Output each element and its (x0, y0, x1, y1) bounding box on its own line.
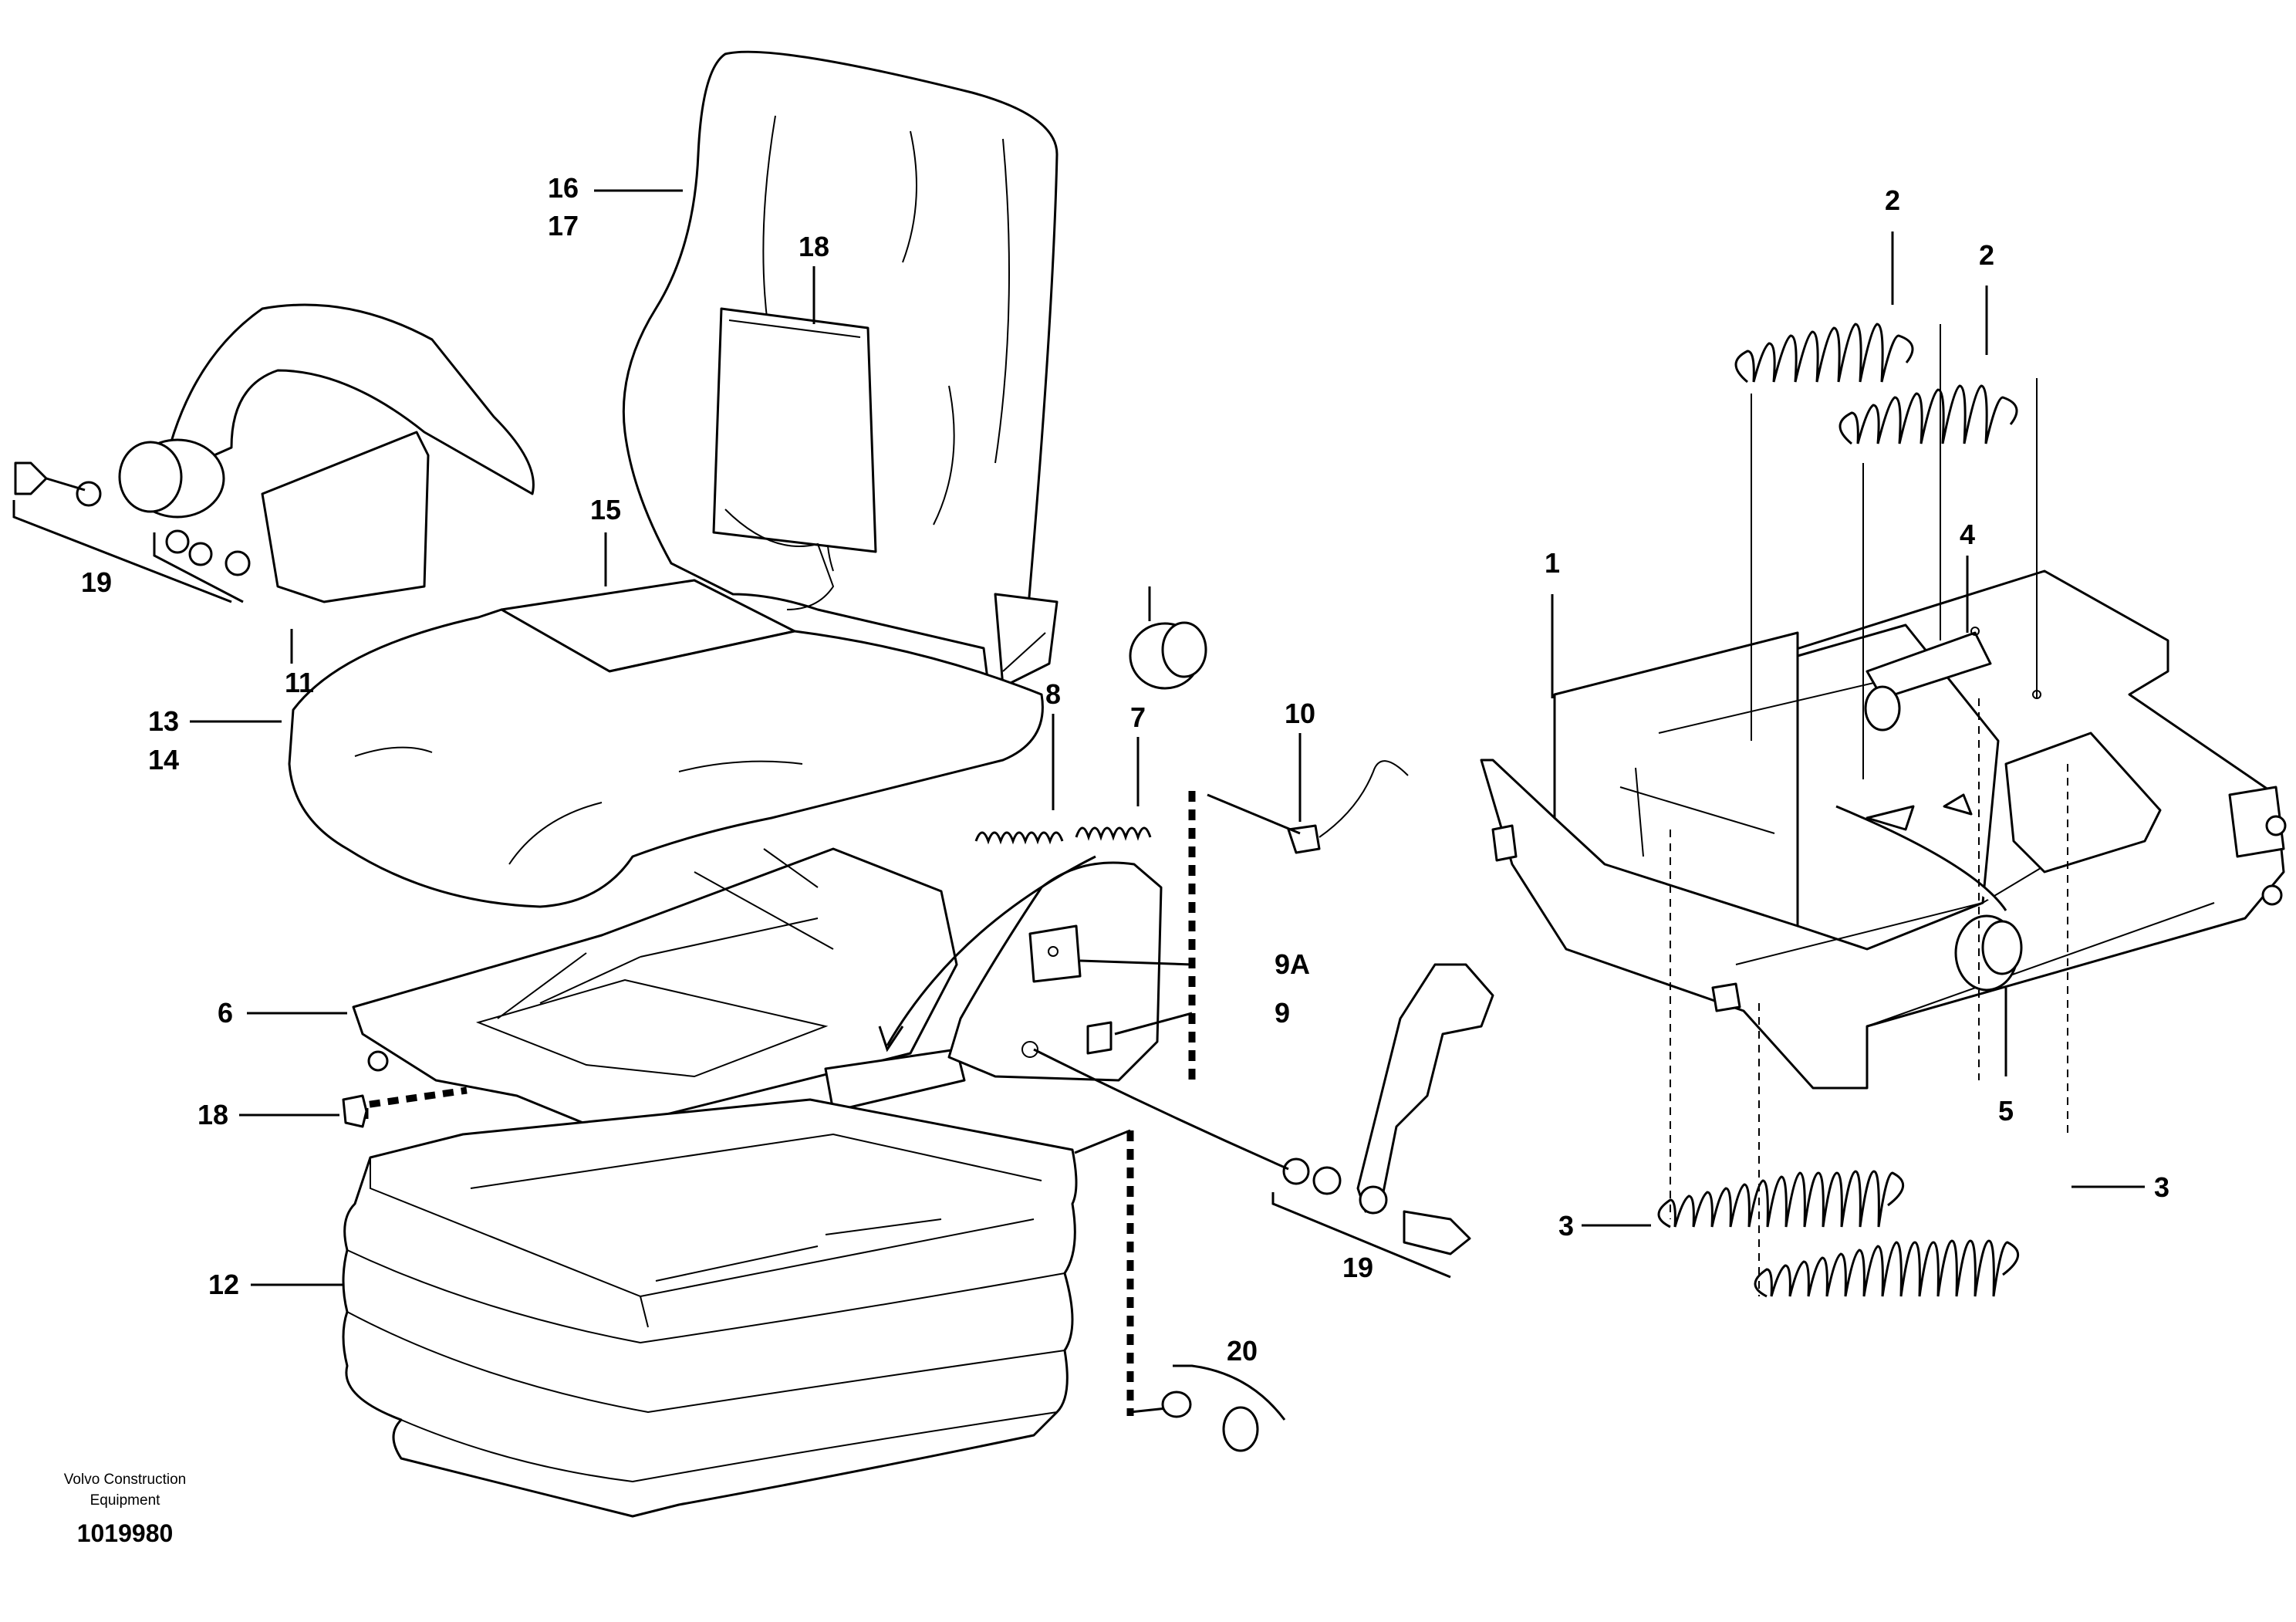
callout-10: 10 (1285, 698, 1315, 729)
lumbar-pad (712, 307, 877, 610)
switch (1287, 760, 1409, 854)
callout-1: 1 (1545, 547, 1560, 579)
callout-19-left: 19 (81, 566, 112, 598)
spring-2b (1838, 384, 2018, 445)
callout-7: 7 (1130, 701, 1146, 733)
callout-2-right: 2 (1979, 239, 1994, 271)
company-name-line1: Volvo Construction (64, 1472, 186, 1488)
callout-18-lumbar: 18 (799, 231, 829, 262)
callout-13: 13 (148, 705, 179, 737)
callout-8: 8 (1045, 678, 1061, 710)
callout-6: 6 (218, 997, 233, 1029)
spring-3b (1754, 1239, 2020, 1298)
fasteners-20 (1161, 1364, 1286, 1452)
callout-18-clip: 18 (198, 1099, 228, 1130)
side-bracket (947, 861, 1163, 1082)
spring-7 (1075, 826, 1152, 841)
bellows (342, 1098, 1078, 1518)
callout-15: 15 (590, 494, 621, 525)
spring-8 (974, 831, 1064, 845)
callout-9a: 9A (1275, 948, 1310, 980)
callout-20: 20 (1227, 1335, 1258, 1367)
callout-3-right: 3 (2154, 1171, 2169, 1203)
seat-cushion (288, 608, 1044, 908)
callout-12: 12 (208, 1269, 239, 1300)
dashed-link-cover (361, 1086, 468, 1119)
callout-16: 16 (548, 172, 579, 204)
callout-11: 11 (285, 667, 314, 698)
buckle-right (1033, 963, 1494, 1255)
drawing-number: 1019980 (77, 1519, 174, 1547)
seatbelt-left (14, 303, 535, 603)
callout-19-right: 19 (1342, 1252, 1373, 1283)
clip-18 (342, 1094, 368, 1128)
callout-14: 14 (148, 744, 179, 776)
spring-2a (1734, 323, 1914, 384)
callout-2-left: 2 (1885, 184, 1900, 216)
knob (1129, 586, 1207, 690)
suspension-unit (1480, 569, 2287, 1090)
company-name-line2: Equipment (90, 1492, 161, 1509)
callout-5: 5 (1998, 1095, 2014, 1127)
callout-17: 17 (548, 210, 579, 242)
leader-lines (190, 189, 2145, 1286)
callout-3-left: 3 (1558, 1210, 1574, 1242)
callout-4: 4 (1960, 519, 1975, 550)
spring-3a (1657, 1170, 1905, 1228)
callout-9: 9 (1275, 997, 1290, 1029)
seat-frame (352, 847, 966, 1145)
